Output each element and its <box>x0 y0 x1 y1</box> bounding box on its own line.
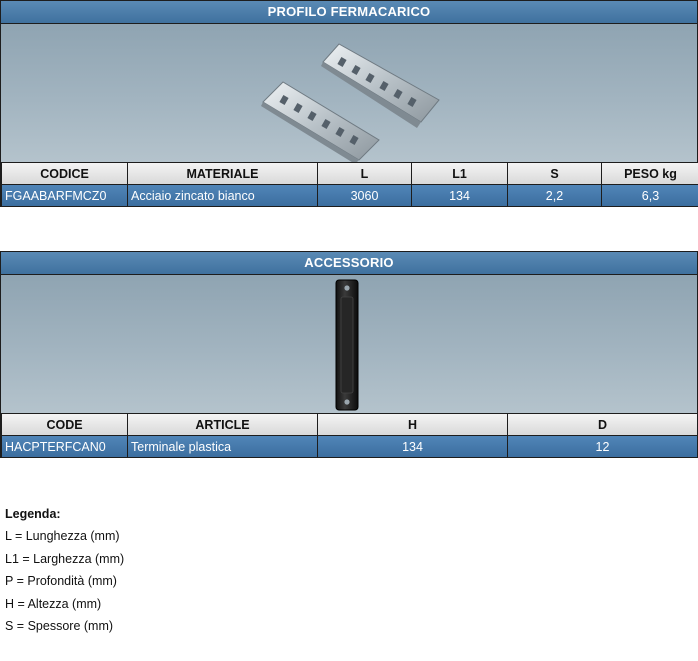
header-peso: PESO kg <box>602 163 698 185</box>
legend-item-s: S = Spessore (mm) <box>5 619 114 633</box>
legend-item-l1: L1 = Larghezza (mm) <box>5 551 125 566</box>
cell-l1: 134 <box>412 185 507 206</box>
accessorio-section: ACCESSORIO CODE ARTICLE H D <box>0 251 698 458</box>
terminal-image <box>335 279 359 411</box>
profilo-rail-image <box>261 43 440 162</box>
legend-item-l: L = Lunghezza (mm) <box>5 529 120 543</box>
legend-item-p: P = Profondità (mm) <box>5 574 117 588</box>
header-code: CODE <box>2 414 127 436</box>
table-row: FGAABARFMCZ0 Acciaio zincato bianco 3060… <box>2 185 698 206</box>
accessorio-table: CODE ARTICLE H D HACPTERFCAN0 Terminale … <box>1 414 698 457</box>
header-article: ARTICLE <box>128 414 317 436</box>
profilo-section: PROFILO FERMACARICO <box>0 0 698 207</box>
header-d: D <box>508 414 697 436</box>
accessorio-image-area <box>1 274 697 414</box>
header-h: H <box>318 414 507 436</box>
accessorio-title: ACCESSORIO <box>1 252 697 274</box>
cell-l: 3060 <box>318 185 411 206</box>
cell-d: 12 <box>508 436 697 457</box>
cell-materiale: Acciaio zincato bianco <box>128 185 317 206</box>
header-l: L <box>318 163 411 185</box>
profilo-header-row: CODICE MATERIALE L L1 S PESO kg <box>2 163 698 185</box>
accessorio-header-row: CODE ARTICLE H D <box>2 414 697 436</box>
cell-peso: 6,3 <box>602 185 698 206</box>
legend-title: Legenda: <box>5 507 61 521</box>
table-row: HACPTERFCAN0 Terminale plastica 134 12 <box>2 436 697 457</box>
profilo-title: PROFILO FERMACARICO <box>1 1 697 23</box>
profilo-image-area <box>1 23 697 163</box>
legend: Legenda: L = Lunghezza (mm) L1 = Larghez… <box>5 503 124 638</box>
cell-codice: FGAABARFMCZ0 <box>2 185 127 206</box>
header-s: S <box>508 163 601 185</box>
header-l1: L1 <box>412 163 507 185</box>
cell-h: 134 <box>318 436 507 457</box>
header-codice: CODICE <box>2 163 127 185</box>
cell-code: HACPTERFCAN0 <box>2 436 127 457</box>
header-materiale: MATERIALE <box>128 163 317 185</box>
profilo-table: CODICE MATERIALE L L1 S PESO kg FGAABARF… <box>1 163 698 206</box>
legend-item-h: H = Altezza (mm) <box>5 596 102 611</box>
cell-article: Terminale plastica <box>128 436 317 457</box>
cell-s: 2,2 <box>508 185 601 206</box>
